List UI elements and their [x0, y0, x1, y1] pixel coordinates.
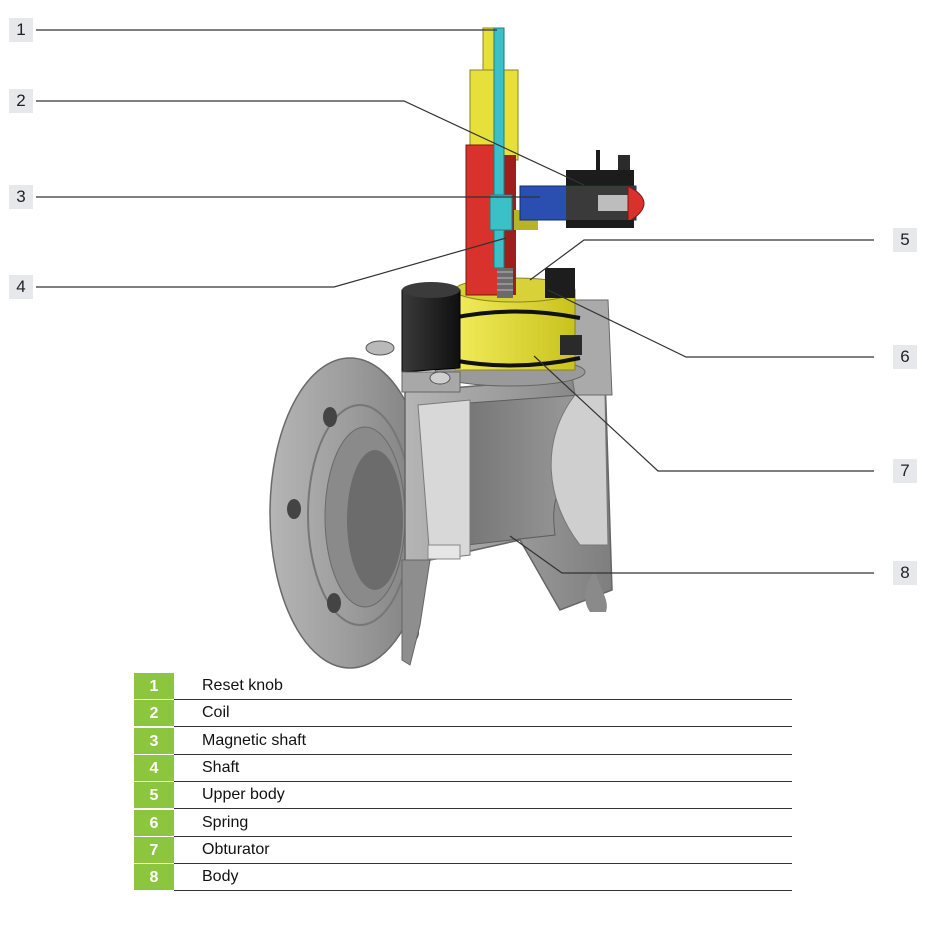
legend-number: 7	[134, 836, 174, 864]
valve-cutaway-diagram	[36, 27, 874, 669]
shaft-column	[465, 27, 538, 298]
legend-number: 1	[134, 673, 174, 701]
legend-row: 5 Upper body	[134, 782, 792, 810]
leader-lines	[36, 29, 874, 574]
coil	[519, 150, 645, 228]
legend-number: 6	[134, 809, 174, 837]
callout-8: 8	[893, 561, 917, 585]
legend-label: Reset knob	[174, 673, 792, 701]
callout-2: 2	[9, 89, 33, 113]
legend-number: 2	[134, 700, 174, 728]
upper-body-assembly	[365, 268, 586, 393]
legend-label: Spring	[174, 810, 792, 837]
legend-row: 2 Coil	[134, 700, 792, 728]
callout-5: 5	[893, 228, 917, 252]
legend-row: 1 Reset knob	[134, 673, 792, 701]
legend-row: 7 Obturator	[134, 836, 792, 864]
legend-number: 3	[134, 727, 174, 755]
legend-number: 4	[134, 755, 174, 783]
callout-7: 7	[893, 459, 917, 483]
legend-row: 4 Shaft	[134, 755, 792, 783]
callout-6: 6	[893, 345, 917, 369]
legend-row: 8 Body	[134, 864, 792, 892]
callout-4: 4	[9, 275, 33, 299]
legend-label: Magnetic shaft	[174, 728, 792, 755]
callout-1: 1	[9, 18, 33, 42]
legend-label: Body	[174, 864, 792, 892]
parts-legend: 1 Reset knob 2 Coil 3 Magnetic shaft 4 S…	[134, 673, 792, 892]
legend-label: Shaft	[174, 755, 792, 783]
legend-label: Upper body	[174, 782, 792, 810]
callout-3: 3	[9, 185, 33, 209]
legend-label: Coil	[174, 700, 792, 728]
legend-row: 6 Spring	[134, 809, 792, 837]
legend-number: 5	[134, 782, 174, 810]
legend-label: Obturator	[174, 837, 792, 864]
legend-number: 8	[134, 864, 174, 892]
left-flange	[269, 357, 431, 669]
legend-row: 3 Magnetic shaft	[134, 727, 792, 755]
